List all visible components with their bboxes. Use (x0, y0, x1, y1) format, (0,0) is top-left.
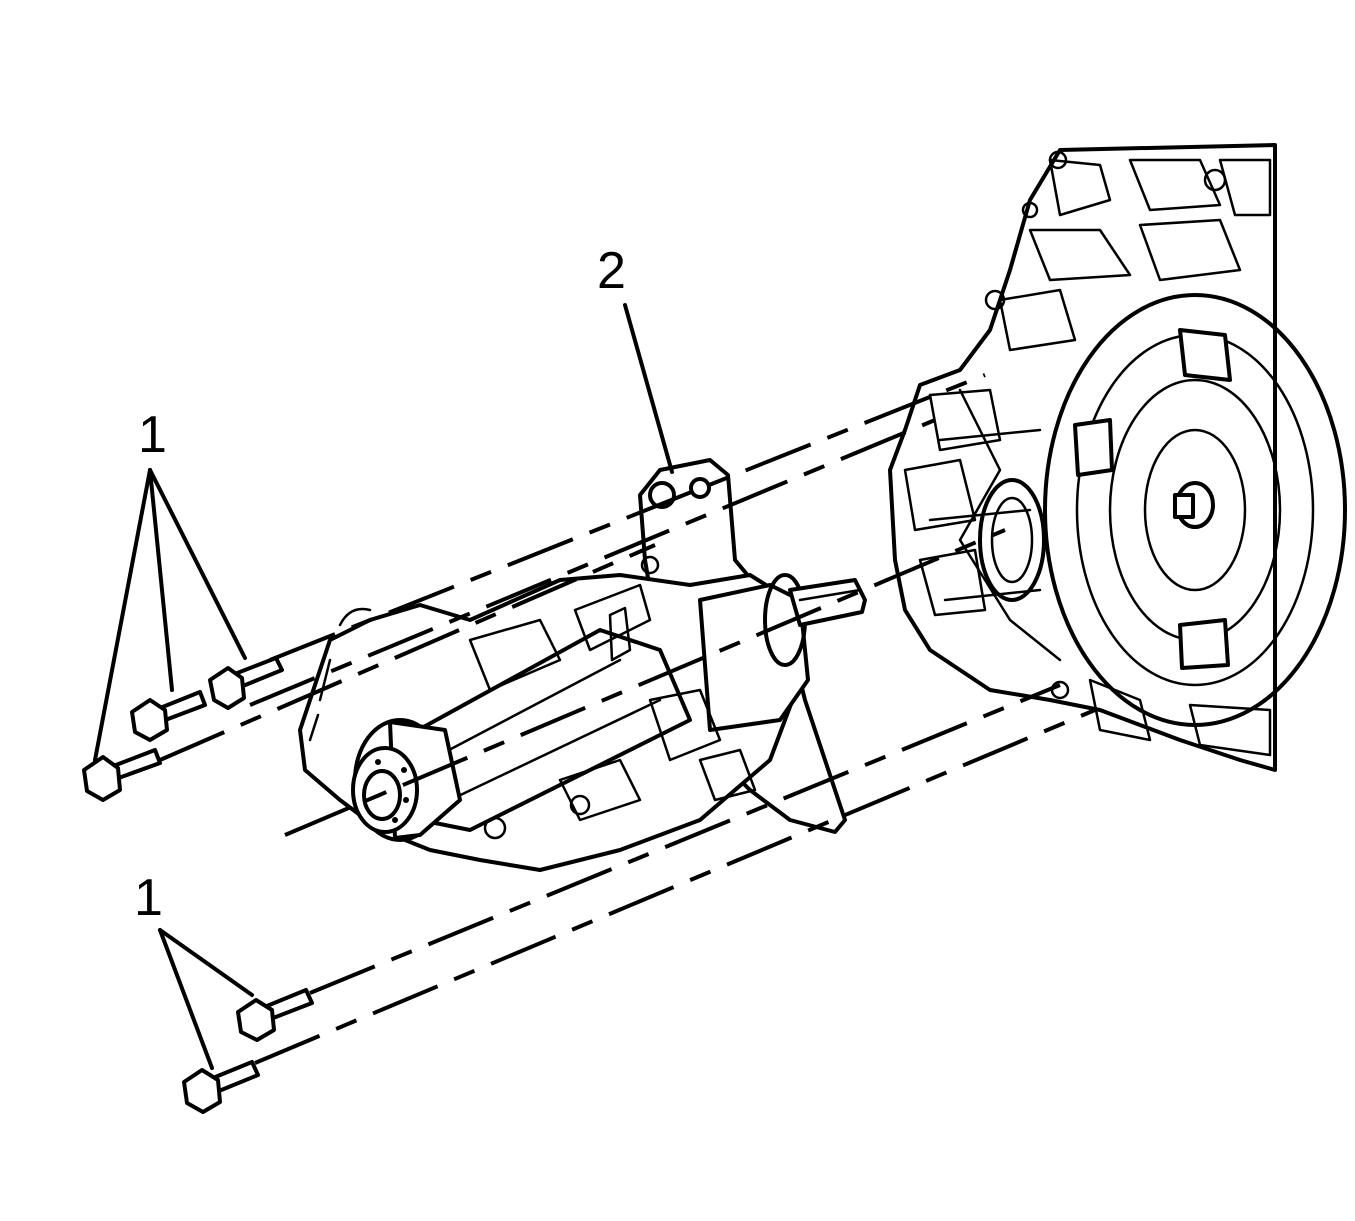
bolt-upper-3 (82, 748, 162, 802)
callout-bolts-upper: 1 (138, 406, 167, 464)
bolt-lower-2 (182, 1060, 260, 1114)
callout-bolts-lower: 1 (134, 869, 163, 927)
bolt-upper-2 (130, 690, 207, 742)
alignment-lines (159, 373, 1096, 1065)
transfer-case-housing (298, 458, 867, 872)
callout-housing: 2 (597, 242, 626, 300)
transmission-case (888, 143, 1347, 772)
bolt-upper-1 (208, 656, 284, 710)
leader-lines (93, 303, 674, 1070)
bolt-lower-1 (236, 988, 314, 1042)
